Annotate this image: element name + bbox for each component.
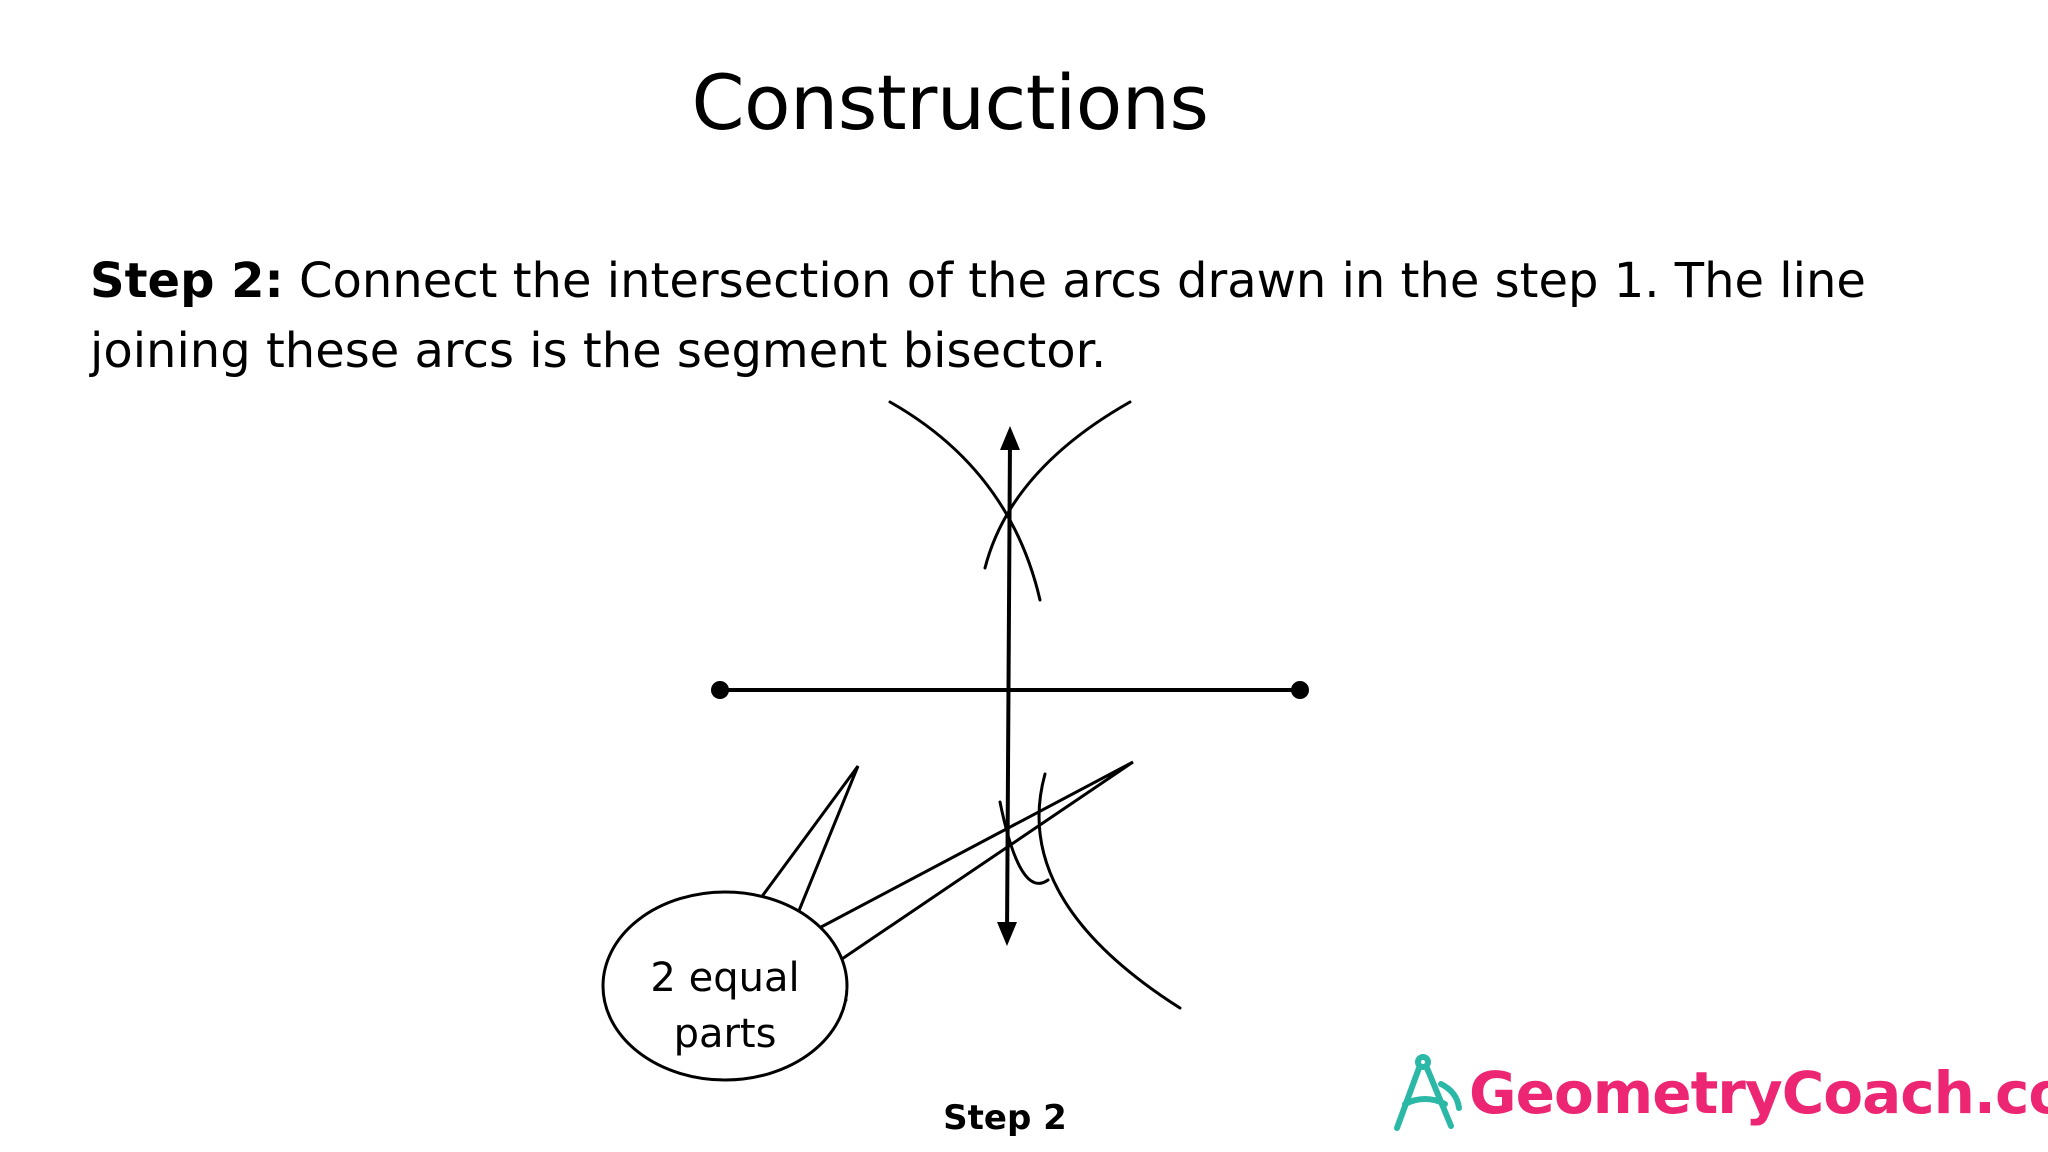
geometrycoach-logo: GeometryCoach.com — [1385, 1048, 2048, 1138]
bubble-pointer-left — [750, 765, 860, 920]
bubble-line-1: 2 equal — [650, 955, 800, 1001]
upper-arc-left — [888, 400, 1042, 602]
bubble-line-2: parts — [673, 1011, 777, 1057]
bubble-text: 2 equal parts — [620, 950, 830, 1062]
step-body: Connect the intersection of the arcs dra… — [90, 253, 1866, 379]
diagram-caption: Step 2 — [943, 1098, 1067, 1138]
speech-bubble — [601, 890, 849, 1082]
perpendicular-bisector — [1005, 439, 1012, 937]
bisector-arrow-bottom — [997, 922, 1017, 946]
segment-endpoint-right — [1291, 681, 1309, 699]
compass-icon — [1394, 1054, 1462, 1131]
lower-arc-left — [1037, 772, 1182, 1010]
step-label: Step 2: — [90, 253, 284, 309]
upper-arc-right — [983, 400, 1132, 570]
bisector-arrow-top — [1000, 426, 1020, 450]
slide-title: Constructions — [691, 58, 1209, 147]
lower-arc-right — [998, 800, 1050, 885]
segment-endpoint-left — [711, 681, 729, 699]
step-description: Step 2: Connect the intersection of the … — [90, 246, 1930, 386]
logo-text: GeometryCoach.com — [1469, 1059, 2048, 1127]
bubble-pointer-right — [804, 760, 1134, 965]
